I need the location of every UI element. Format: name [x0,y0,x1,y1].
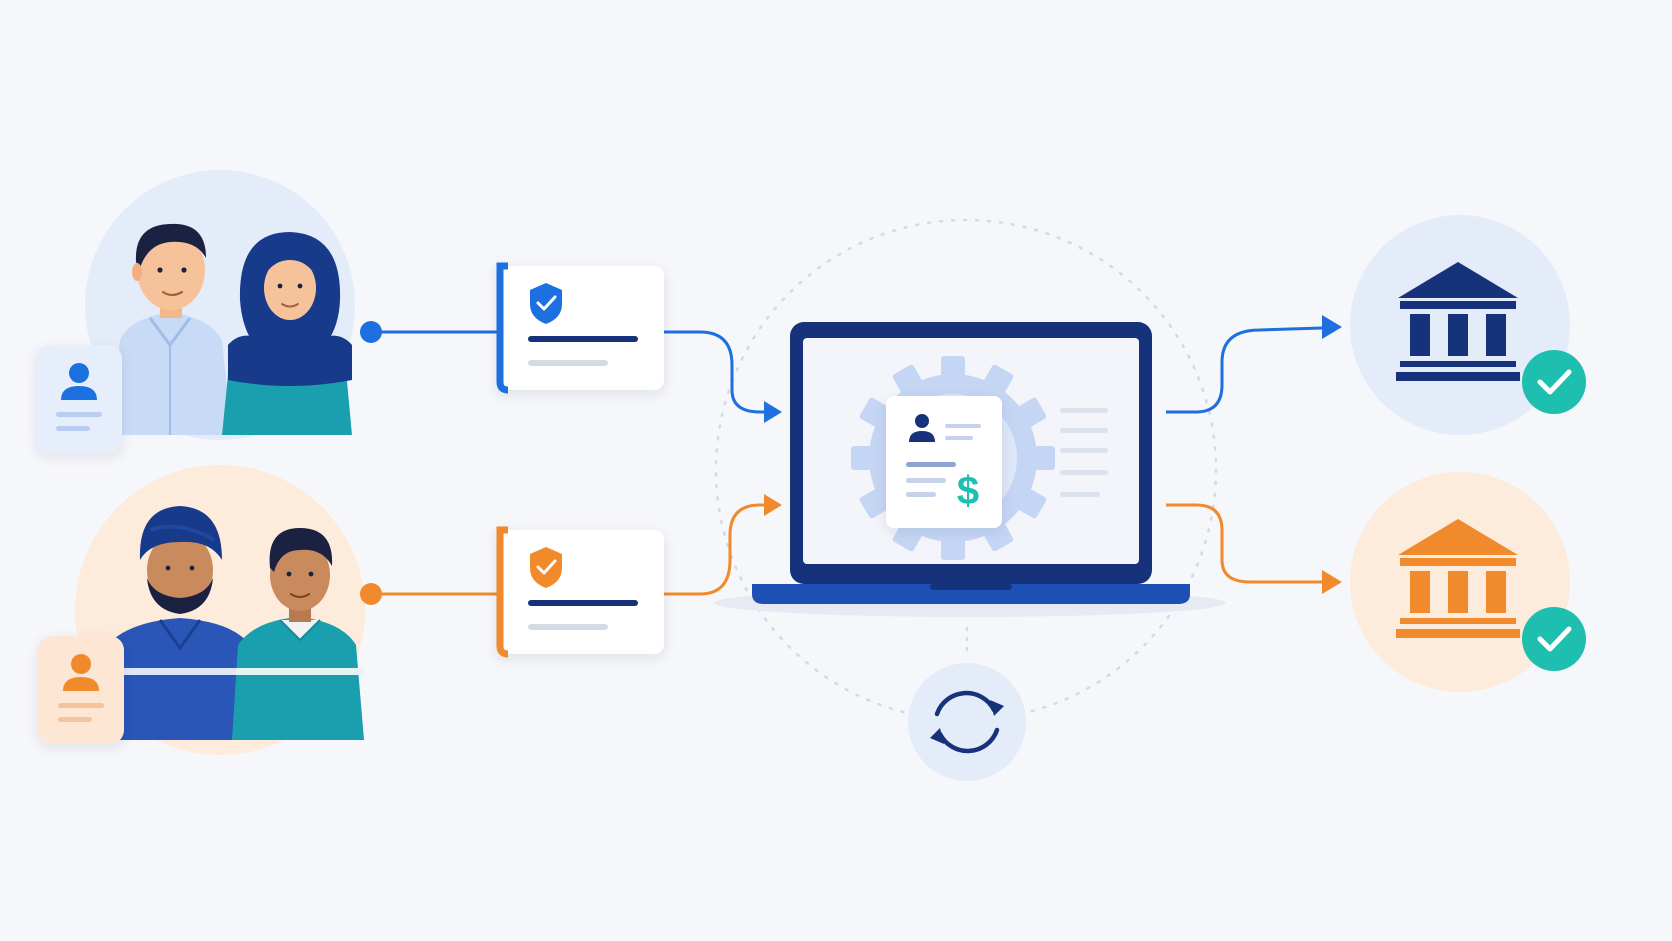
arrowhead [764,401,782,423]
laptop-base [752,584,1190,604]
connector-orange-in [360,494,782,605]
connector-blue-in [360,321,782,423]
laptop-gear-icon: $ [714,322,1226,617]
verification-card-orange [496,526,664,658]
shield-check-icon [530,283,562,324]
arrowhead [1322,315,1342,339]
screen-text-lines [1060,408,1108,497]
person-man-turban [95,506,258,740]
payroll-document-icon: $ [886,396,1002,528]
currency-symbol: $ [957,469,979,513]
connector-orange-out [1166,503,1342,594]
user-group-industrial [38,465,365,755]
arrowhead [1322,570,1342,594]
check-circle-icon [1522,607,1586,671]
person-man-shirt [110,223,232,435]
orbit-dotted-ring [714,218,1218,722]
verification-card-blue [496,262,664,394]
arrowhead [764,494,782,516]
sync-icon [908,626,1026,781]
person-woman-hijab [222,232,352,435]
bank-icon [1396,519,1520,638]
shield-check-icon [530,547,562,588]
user-group-office [36,170,355,453]
user-card-icon [36,345,122,453]
connector-blue-out [1166,315,1342,414]
bank-icon [1396,262,1520,381]
bank-node-orange [1350,472,1586,692]
user-card-icon [38,636,124,744]
check-circle-icon [1522,350,1586,414]
bank-node-blue [1350,215,1586,435]
person-man-uniform [232,528,364,740]
